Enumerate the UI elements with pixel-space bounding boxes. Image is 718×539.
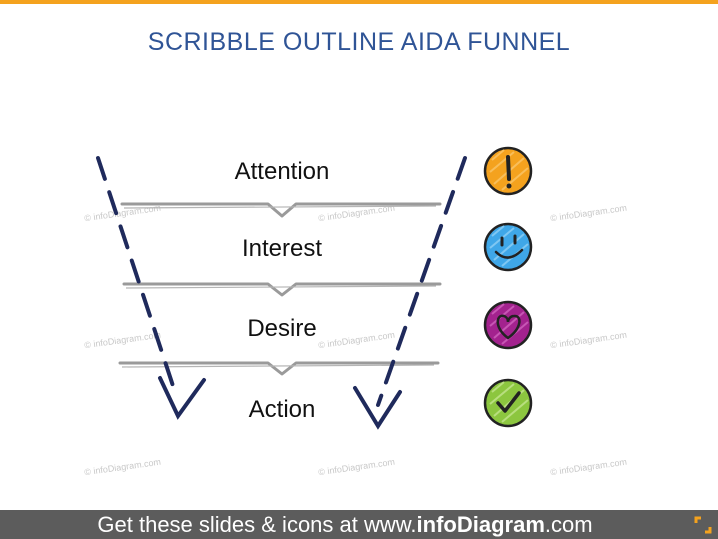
funnel-divider-3: [118, 361, 440, 376]
footer-brand: infoDiagram: [416, 512, 545, 537]
funnel-divider-2: [122, 282, 442, 297]
left-arrowhead: [158, 376, 206, 420]
footer-suffix: .com: [544, 512, 593, 537]
stage-label-action: Action: [248, 396, 316, 423]
footer-text[interactable]: Get these slides & icons at www.infoDiag…: [0, 512, 690, 538]
footer-bar: Get these slides & icons at www.infoDiag…: [0, 510, 718, 539]
stage-label-desire: Desire: [247, 315, 317, 342]
left-funnel-arrow: [96, 156, 178, 397]
top-accent-bar: [0, 0, 718, 4]
right-funnel-arrow: [376, 156, 467, 407]
stage-label-interest: Interest: [241, 235, 323, 262]
logo-corner-icon: [694, 516, 712, 534]
footer-prefix: Get these slides & icons at www.: [97, 512, 417, 537]
stage-label-attention: Attention: [234, 158, 330, 185]
smiley-icon: [483, 222, 533, 272]
exclamation-icon: [483, 146, 533, 196]
funnel-divider-1: [120, 202, 442, 218]
right-arrowhead: [353, 386, 402, 430]
heart-icon: [483, 300, 533, 350]
page-title: SCRIBBLE OUTLINE AIDA FUNNEL: [147, 28, 571, 56]
checkmark-icon: [483, 378, 533, 428]
